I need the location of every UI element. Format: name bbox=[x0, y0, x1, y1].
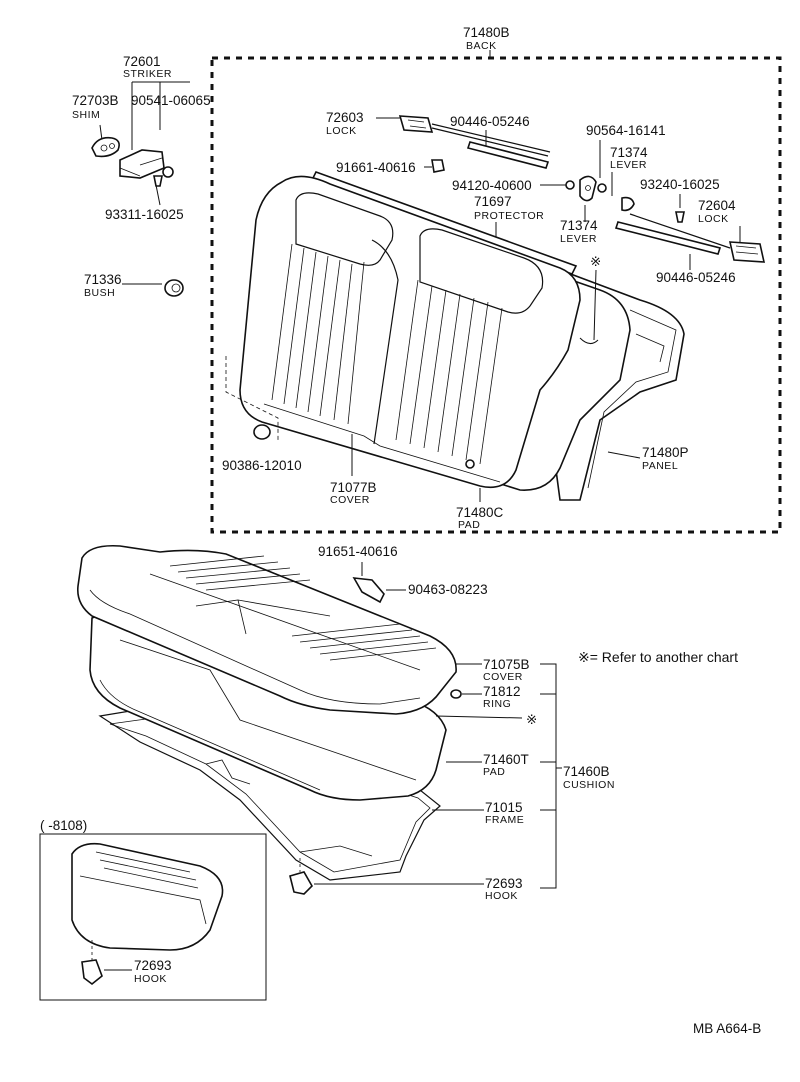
cushion-cover-pleats bbox=[169, 555, 437, 661]
lever-upper-part bbox=[579, 175, 597, 202]
back-assembly-boundary bbox=[210, 56, 782, 534]
label-rod-right-number: 90446-05246 bbox=[656, 270, 736, 285]
shim-leader bbox=[99, 124, 103, 141]
cushion-assy-bracket bbox=[540, 663, 562, 889]
label-hook-inset-number: 72693 bbox=[134, 958, 172, 973]
label-lever-upper-number: 71374 bbox=[610, 145, 648, 160]
label-back-assy-number: 71480B bbox=[463, 25, 510, 40]
back-panel-leader bbox=[607, 451, 641, 459]
bracket-part bbox=[352, 577, 385, 604]
back-cover-headrest-right bbox=[419, 228, 544, 314]
asterisk-cushion: ※ bbox=[526, 712, 537, 727]
label-bush-name: BUSH bbox=[84, 287, 115, 299]
label-lever-lower-name: LEVER bbox=[560, 233, 597, 245]
label-lock-right-name: LOCK bbox=[698, 213, 729, 225]
reference-note: ※= Refer to another chart bbox=[578, 649, 738, 665]
lock-right-part bbox=[728, 241, 766, 263]
label-cushion-assy-name: CUSHION bbox=[563, 779, 615, 791]
label-clip-left-number: 91661-40616 bbox=[336, 160, 416, 175]
label-shim-number: 72703B bbox=[72, 93, 119, 108]
clip-right-part bbox=[597, 183, 607, 193]
label-back-panel-name: PANEL bbox=[642, 460, 678, 472]
label-back-panel-number: 71480P bbox=[642, 445, 689, 460]
inset-hook-part bbox=[81, 959, 103, 986]
rod-right-part bbox=[614, 221, 722, 255]
lock-left-part bbox=[398, 115, 434, 133]
label-lever-lower-number: 71374 bbox=[560, 218, 598, 233]
back-cover-seam bbox=[371, 239, 399, 445]
label-cushion-cover-number: 71075B bbox=[483, 657, 530, 672]
rod-left-part bbox=[466, 141, 550, 169]
label-hook-number: 72693 bbox=[485, 876, 523, 891]
hook-part bbox=[289, 871, 313, 895]
asterisk-cushion-leader bbox=[435, 715, 523, 719]
label-bolt-striker-number: 90541-06065 bbox=[131, 93, 211, 108]
label-cushion-assy-number: 71460B bbox=[563, 764, 610, 779]
label-back-cover-name: COVER bbox=[330, 494, 370, 506]
label-screw-striker-number: 93311-16025 bbox=[105, 207, 184, 222]
label-back-cover-number: 71077B bbox=[330, 480, 377, 495]
label-grommet-number: 90386-12010 bbox=[222, 458, 302, 473]
label-frame-name: FRAME bbox=[485, 814, 524, 826]
label-bush-number: 71336 bbox=[84, 272, 122, 287]
grommet-bracket-outline bbox=[225, 356, 279, 440]
label-back-assy-name: BACK bbox=[466, 40, 497, 52]
striker-bolt-part bbox=[162, 166, 174, 178]
label-rod-left-number: 90446-05246 bbox=[450, 114, 530, 129]
label-frame-number: 71015 bbox=[485, 800, 523, 815]
striker-screw-part bbox=[153, 175, 163, 187]
label-back-pad-number: 71480C bbox=[456, 505, 504, 520]
label-hook-name: HOOK bbox=[485, 890, 518, 902]
label-nut-number: 94120-40600 bbox=[452, 178, 532, 193]
back-cover-fastener bbox=[465, 459, 475, 469]
label-lock-left-name: LOCK bbox=[326, 125, 357, 137]
label-cushion-cover-name: COVER bbox=[483, 671, 523, 683]
ring-part bbox=[450, 689, 462, 699]
striker-bracket-leader bbox=[131, 81, 190, 150]
lock-right-rod bbox=[629, 213, 731, 249]
label-ring-name: RING bbox=[483, 698, 511, 710]
back-cover-headrest-left bbox=[295, 192, 394, 266]
asterisk-back-leader bbox=[579, 269, 599, 344]
label-back-pad-name: PAD bbox=[458, 519, 480, 531]
nut-part bbox=[565, 180, 575, 190]
shim-part bbox=[91, 136, 120, 158]
inset-cushion-part bbox=[71, 842, 224, 951]
lever-upper-cap bbox=[621, 196, 635, 212]
label-shim-name: SHIM bbox=[72, 109, 100, 121]
label-cushion-pad-number: 71460T bbox=[483, 752, 529, 767]
cushion-cover-part bbox=[76, 544, 457, 715]
screw-lever-part bbox=[675, 211, 685, 223]
label-striker-name: STRIKER bbox=[123, 68, 172, 80]
inset-range-label: ( -8108) bbox=[40, 818, 87, 833]
back-cover-pleats bbox=[271, 243, 503, 465]
label-striker-number: 72601 bbox=[123, 54, 161, 69]
inset-box bbox=[39, 833, 267, 1001]
diagram-code: MB A664-B bbox=[693, 1021, 761, 1036]
label-protector-number: 71697 bbox=[474, 194, 512, 209]
label-ring-number: 71812 bbox=[483, 684, 521, 699]
lock-left-rod bbox=[431, 123, 551, 157]
label-cushion-pad-name: PAD bbox=[483, 766, 505, 778]
label-lock-right-number: 72604 bbox=[698, 198, 736, 213]
asterisk-back: ※ bbox=[590, 254, 601, 269]
bush-part bbox=[164, 279, 184, 297]
label-hook-inset-name: HOOK bbox=[134, 973, 167, 985]
label-lock-left-number: 72603 bbox=[326, 110, 364, 125]
label-bracket-nut-number: 90463-08223 bbox=[408, 582, 488, 597]
label-protector-name: PROTECTOR bbox=[474, 210, 544, 222]
label-clip-right-number: 90564-16141 bbox=[586, 123, 666, 138]
label-bracket-bolt-number: 91651-40616 bbox=[318, 544, 398, 559]
clip-left-part bbox=[431, 159, 445, 173]
label-lever-upper-name: LEVER bbox=[610, 159, 647, 171]
grommet-part bbox=[253, 424, 271, 440]
label-screw-lever-number: 93240-16025 bbox=[640, 177, 720, 192]
back-cover-part bbox=[239, 175, 581, 489]
